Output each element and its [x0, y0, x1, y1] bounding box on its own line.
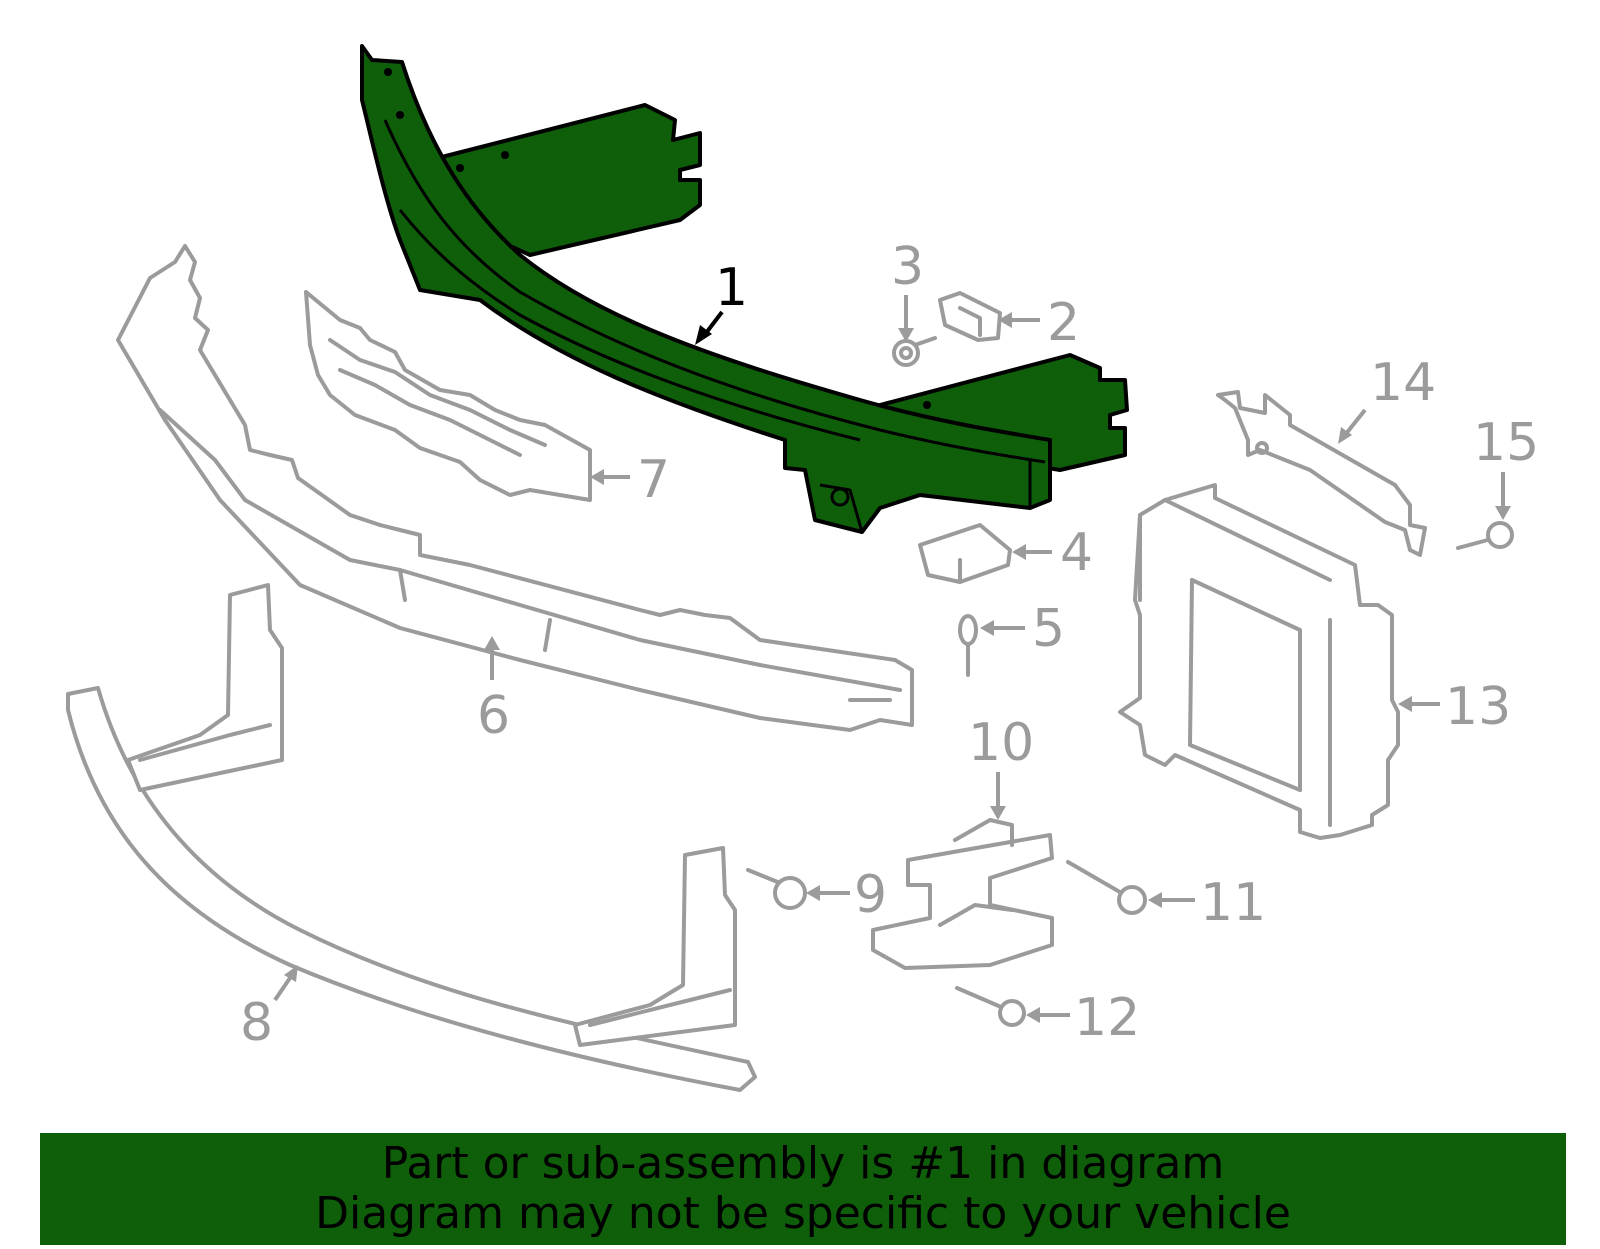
callout-10: 10 — [968, 713, 1034, 773]
part-9-bolt[interactable] — [746, 868, 807, 910]
part-15-bolt[interactable] — [1456, 521, 1514, 550]
part-5-rivet[interactable] — [958, 614, 978, 677]
callout-5: 5 — [1032, 599, 1065, 659]
part-2-clip[interactable] — [938, 291, 1002, 342]
callout-1: 1 — [715, 258, 748, 318]
callout-2: 2 — [1047, 293, 1080, 353]
callout-4: 4 — [1060, 523, 1093, 583]
callout-3: 3 — [891, 237, 924, 297]
part-13-radar-module[interactable] — [1118, 483, 1400, 840]
part-12-bolt[interactable] — [955, 986, 1026, 1027]
part-3-nut[interactable] — [892, 336, 937, 367]
callout-8: 8 — [240, 993, 273, 1053]
callout-6: 6 — [477, 686, 510, 746]
callout-arrows — [273, 295, 1511, 1023]
callout-7: 7 — [637, 450, 670, 510]
parts-diagram: 1 2 3 4 5 6 7 8 9 10 11 12 13 14 15 — [66, 44, 1539, 1092]
callout-13: 13 — [1445, 677, 1511, 737]
info-banner: Part or sub-assembly is #1 in diagram Di… — [40, 1133, 1566, 1245]
part-1-bumper-reinforcement[interactable] — [360, 44, 1129, 534]
part-10-mounting-bracket[interactable] — [871, 818, 1054, 970]
callout-12: 12 — [1074, 988, 1140, 1048]
callout-14: 14 — [1370, 353, 1436, 413]
part-11-bolt[interactable] — [1066, 860, 1147, 915]
callout-9: 9 — [854, 865, 887, 925]
callout-labels: 1 2 3 4 5 6 7 8 9 10 11 12 13 14 15 — [240, 237, 1539, 1053]
part-4-bracket-block[interactable] — [918, 523, 1012, 584]
part-6-lower-energy-absorber[interactable] — [116, 244, 914, 732]
part-8-lower-support-bar[interactable] — [66, 583, 757, 1092]
callout-15: 15 — [1473, 413, 1539, 473]
banner-line-disclaimer: Diagram may not be specific to your vehi… — [315, 1188, 1291, 1239]
callout-11: 11 — [1200, 873, 1266, 933]
part-7-upper-energy-absorber[interactable] — [304, 290, 592, 502]
part-14-sensor-bracket[interactable] — [1216, 390, 1427, 557]
banner-line-part-info: Part or sub-assembly is #1 in diagram — [381, 1138, 1225, 1189]
